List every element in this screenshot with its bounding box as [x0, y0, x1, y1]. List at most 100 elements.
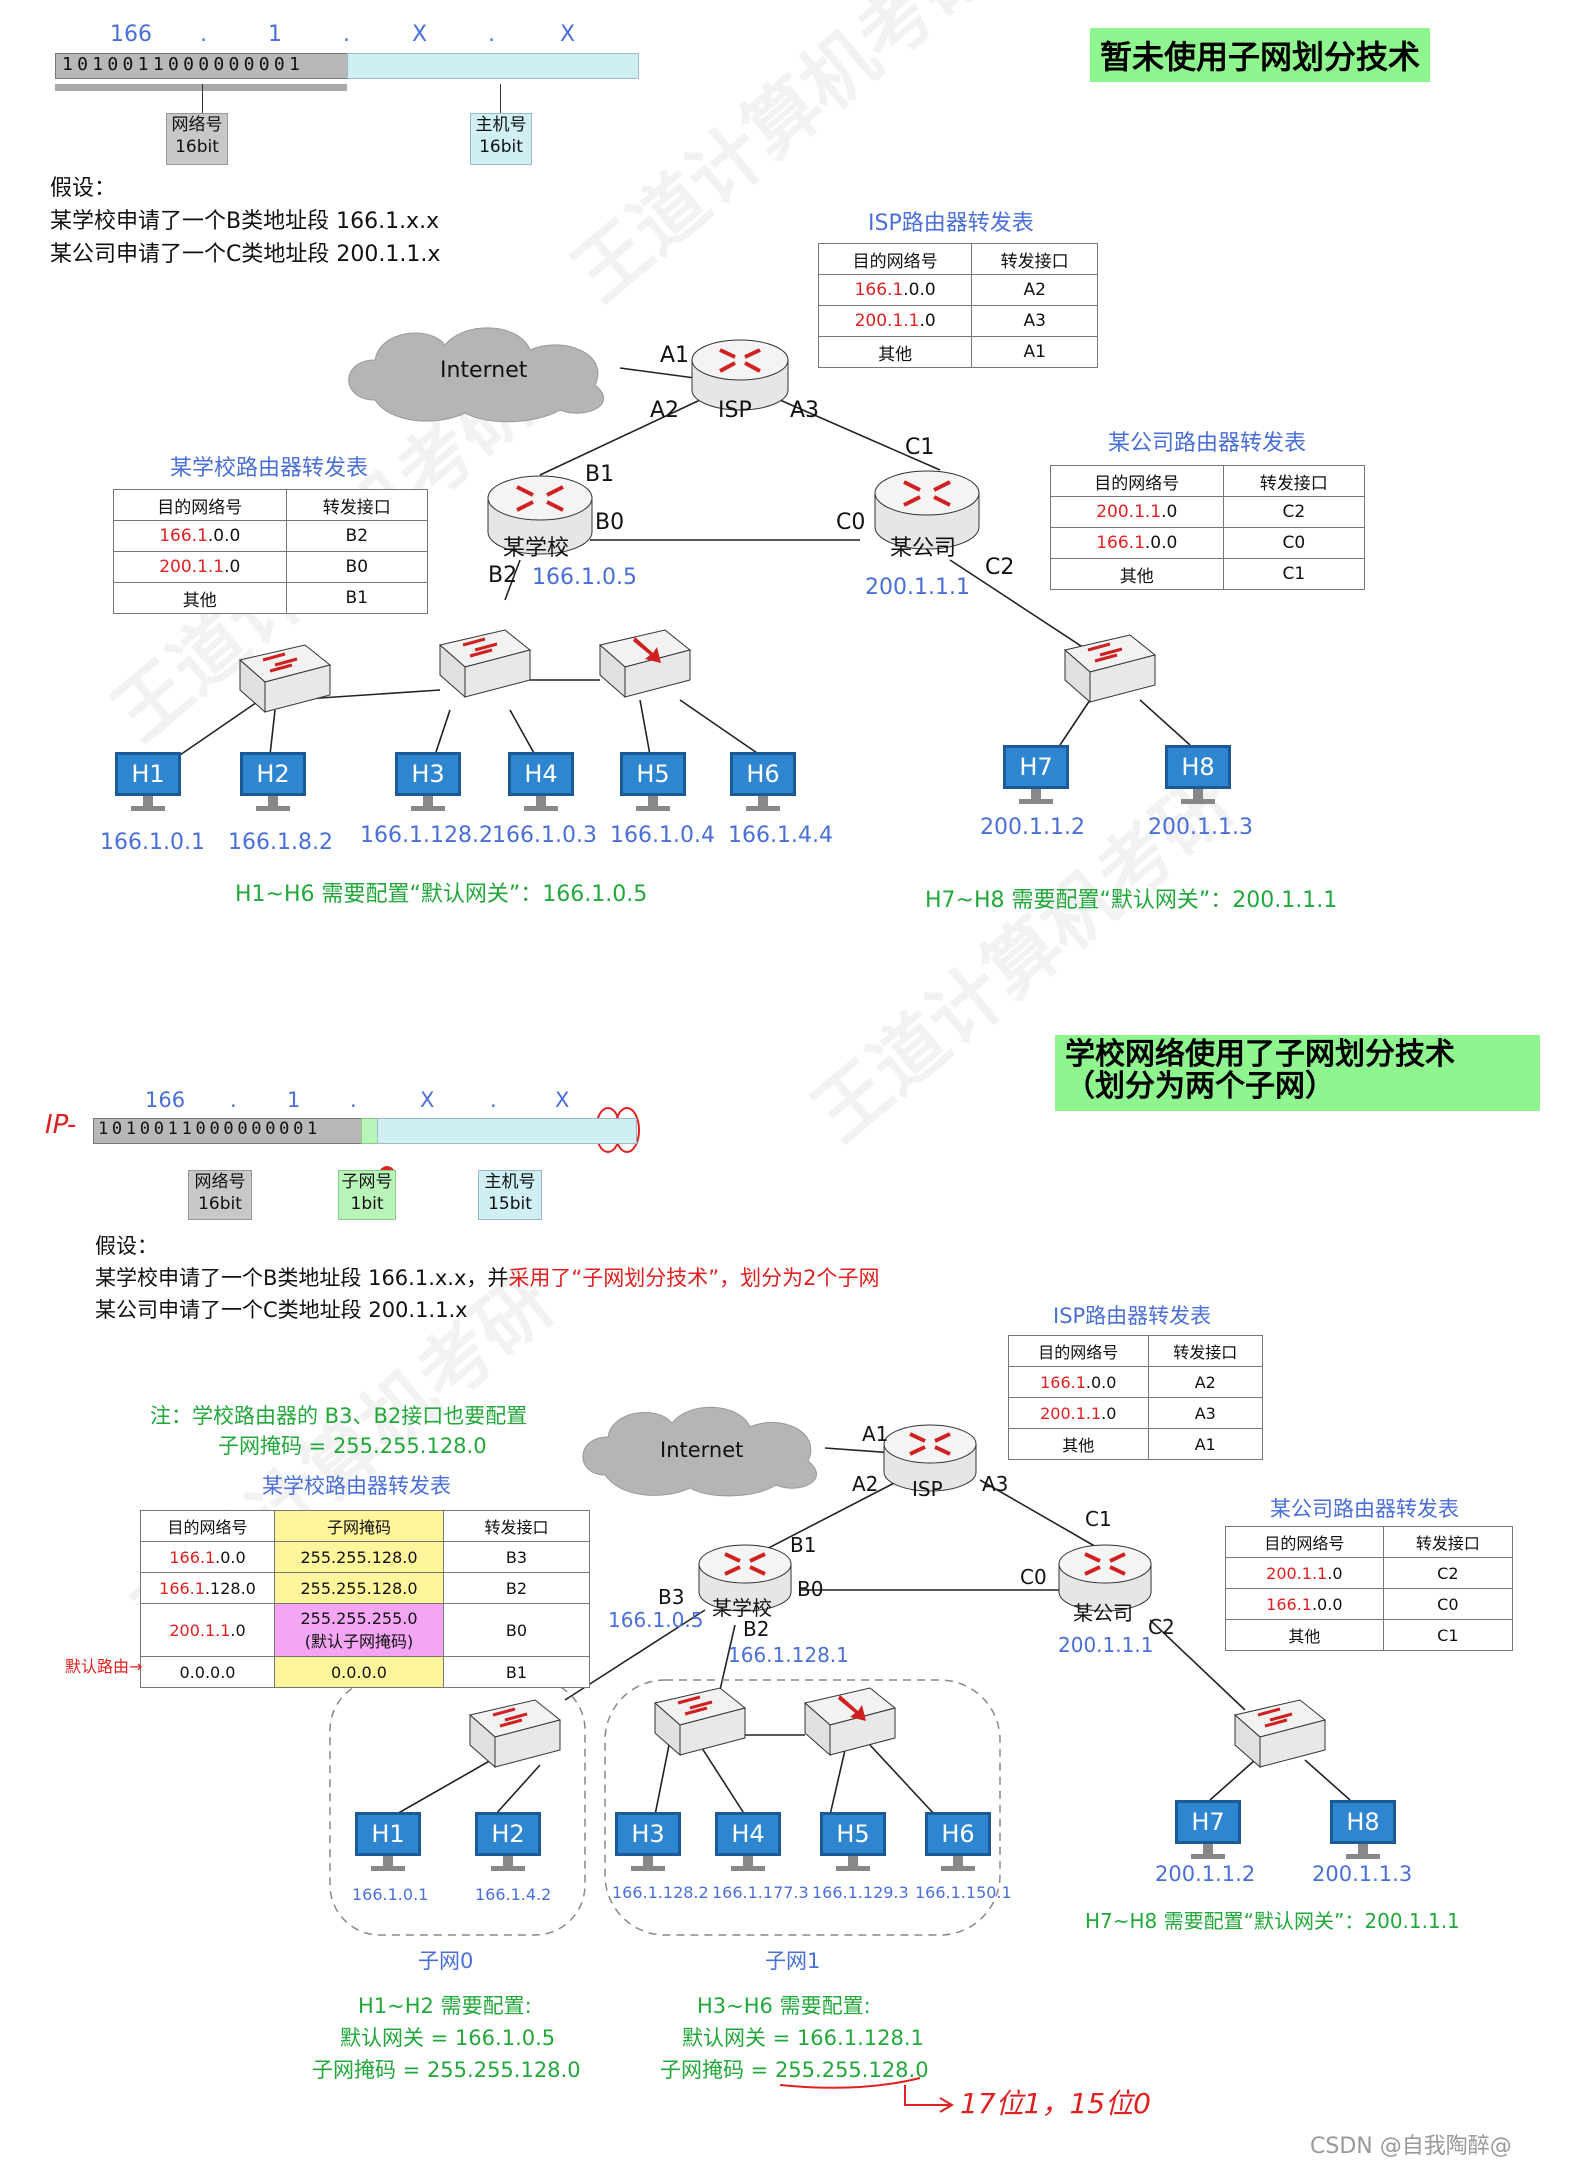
net-label: 网络号 [194, 1172, 246, 1192]
table-header: 目的网络号 [113, 489, 287, 521]
school-b3-ip: 166.1.0.5 [608, 1608, 704, 1632]
table-cell: 其他 [817, 336, 973, 368]
host-label: 主机号 [475, 115, 527, 135]
table-cell: A1 [1147, 1428, 1264, 1460]
ip-dot: . [350, 1088, 357, 1112]
port-label: A2 [650, 398, 680, 423]
table-cell: 200.1.1.0 [1050, 496, 1224, 528]
host-ip: 200.1.1.3 [1148, 815, 1253, 840]
pc-icon: H8 [1330, 1800, 1396, 1859]
gateway-note: H7~H8 需要配置“默认网关”：200.1.1.1 [925, 888, 1338, 913]
table-header: 目的网络号 [1008, 1335, 1149, 1367]
table-cell: 200.1.1.0 [113, 551, 287, 583]
table-cell: C1 [1222, 558, 1366, 590]
port-label: B0 [595, 510, 625, 535]
table-cell: A2 [971, 274, 1098, 306]
network-field-label: 网络号 16bit [188, 1170, 252, 1220]
pc-icon: H7 [1175, 1800, 1241, 1859]
pc-icon: H4 [508, 752, 574, 811]
host-label: 主机号 [484, 1172, 536, 1192]
assume-highlight: 采用了“子网划分技术”，划分为2个子网 [508, 1266, 880, 1290]
table-header: 子网掩码 [274, 1510, 444, 1542]
host-bits-strip [377, 1118, 637, 1144]
school-router-label: 某学校 [503, 536, 570, 561]
bottom-title: 学校网络使用了子网划分技术 （划分为两个子网） [1055, 1035, 1540, 1111]
switch-icon [238, 644, 332, 714]
table-cell: 166.1.0.0 [140, 1541, 275, 1573]
network-field-label: 网络号 16bit [166, 113, 228, 165]
port-label: A1 [862, 1422, 889, 1446]
table-cell: B1 [285, 582, 429, 614]
table-cell: 0.0.0.0 [140, 1656, 275, 1688]
hub-icon [598, 629, 692, 699]
subnet-field-label: 子网号 1bit [338, 1170, 396, 1220]
host-ip: 166.1.8.2 [228, 830, 333, 855]
table-cell: 其他 [1050, 558, 1224, 590]
company-router-ip: 200.1.1.1 [865, 575, 970, 600]
company-router-icon [874, 470, 980, 550]
network-bits-strip [93, 1118, 363, 1144]
assume-line: 某学校申请了一个B类地址段 166.1.x.x，并采用了“子网划分技术”，划分为… [95, 1262, 880, 1292]
isp-label: ISP [912, 1477, 943, 1501]
isp-router-icon [883, 1424, 977, 1492]
handwritten-note: 17位1，15位0 [960, 2087, 1151, 2120]
credit: CSDN @自我陶醉@ [1310, 2134, 1512, 2159]
pc-icon: H6 [925, 1812, 991, 1871]
port-label: B1 [585, 462, 615, 487]
pc-icon: H7 [1003, 745, 1069, 804]
pc-icon: H3 [615, 1812, 681, 1871]
note-line: 注：学校路由器的 B3、B2接口也要配置 [150, 1404, 528, 1428]
table-cell: C2 [1222, 496, 1366, 528]
table-cell: 200.1.1.0 [817, 305, 973, 337]
table-cell: 200.1.1.0 [1008, 1397, 1149, 1429]
subnet0-label: 子网0 [418, 1949, 474, 1973]
isp-router-icon [691, 339, 789, 411]
switch-icon [1233, 1699, 1327, 1769]
school-router-label: 某学校 [712, 1596, 772, 1620]
assume-text: 某学校申请了一个B类地址段 166.1.x.x，并 [95, 1266, 509, 1290]
subnet0-config: 子网掩码 = 255.255.128.0 [312, 2058, 581, 2082]
port-label: B0 [797, 1577, 824, 1601]
port-label: C1 [905, 435, 935, 460]
company-table-title: 某公司路由器转发表 [1108, 431, 1307, 456]
school-table-title: 某学校路由器转发表 [170, 456, 369, 481]
network-bits-bracket [55, 84, 347, 91]
table-cell: 166.1.0.0 [1008, 1366, 1149, 1398]
switch-icon [438, 629, 532, 699]
ip-dot: . [343, 22, 350, 47]
port-label: C2 [985, 555, 1015, 580]
host-ip: 166.1.4.4 [728, 823, 833, 848]
subnet-bits-count: 1bit [350, 1194, 384, 1214]
school-table-title: 某学校路由器转发表 [262, 1474, 451, 1498]
pc-icon: H5 [820, 1812, 886, 1871]
ip-octet: 166 [110, 22, 152, 47]
table-header: 转发接口 [971, 243, 1098, 275]
port-label: A3 [790, 398, 820, 423]
ip-octet: X [420, 1088, 435, 1112]
ip-octet: 1 [287, 1088, 301, 1112]
host-bits-count: 16bit [479, 137, 523, 157]
internet-cloud-icon [348, 327, 604, 423]
host-ip: 166.1.0.1 [100, 830, 205, 855]
default-route-label: 默认路由→ [65, 1657, 143, 1676]
table-cell: B0 [443, 1603, 590, 1657]
ip-dot: . [200, 22, 207, 47]
network-bits: 1010011000000001 [98, 1119, 321, 1139]
pc-icon: H5 [620, 752, 686, 811]
ip-octet: X [412, 22, 428, 47]
host-ip: 166.1.177.3 [712, 1883, 809, 1902]
ip-octet: X [555, 1088, 570, 1112]
host-ip: 200.1.1.2 [1155, 1862, 1256, 1886]
assume-line: 某公司申请了一个C类地址段 200.1.1.x [50, 242, 441, 267]
network-bits: 1010011000000001 [62, 54, 305, 75]
assume-heading: 假设： [50, 176, 117, 201]
port-label: B2 [743, 1617, 770, 1641]
pc-icon: H4 [715, 1812, 781, 1871]
table-cell: C1 [1382, 1619, 1514, 1651]
ip-octet: X [560, 22, 576, 47]
table-cell: B1 [443, 1656, 590, 1688]
table-cell: 255.255.128.0 [274, 1541, 444, 1573]
